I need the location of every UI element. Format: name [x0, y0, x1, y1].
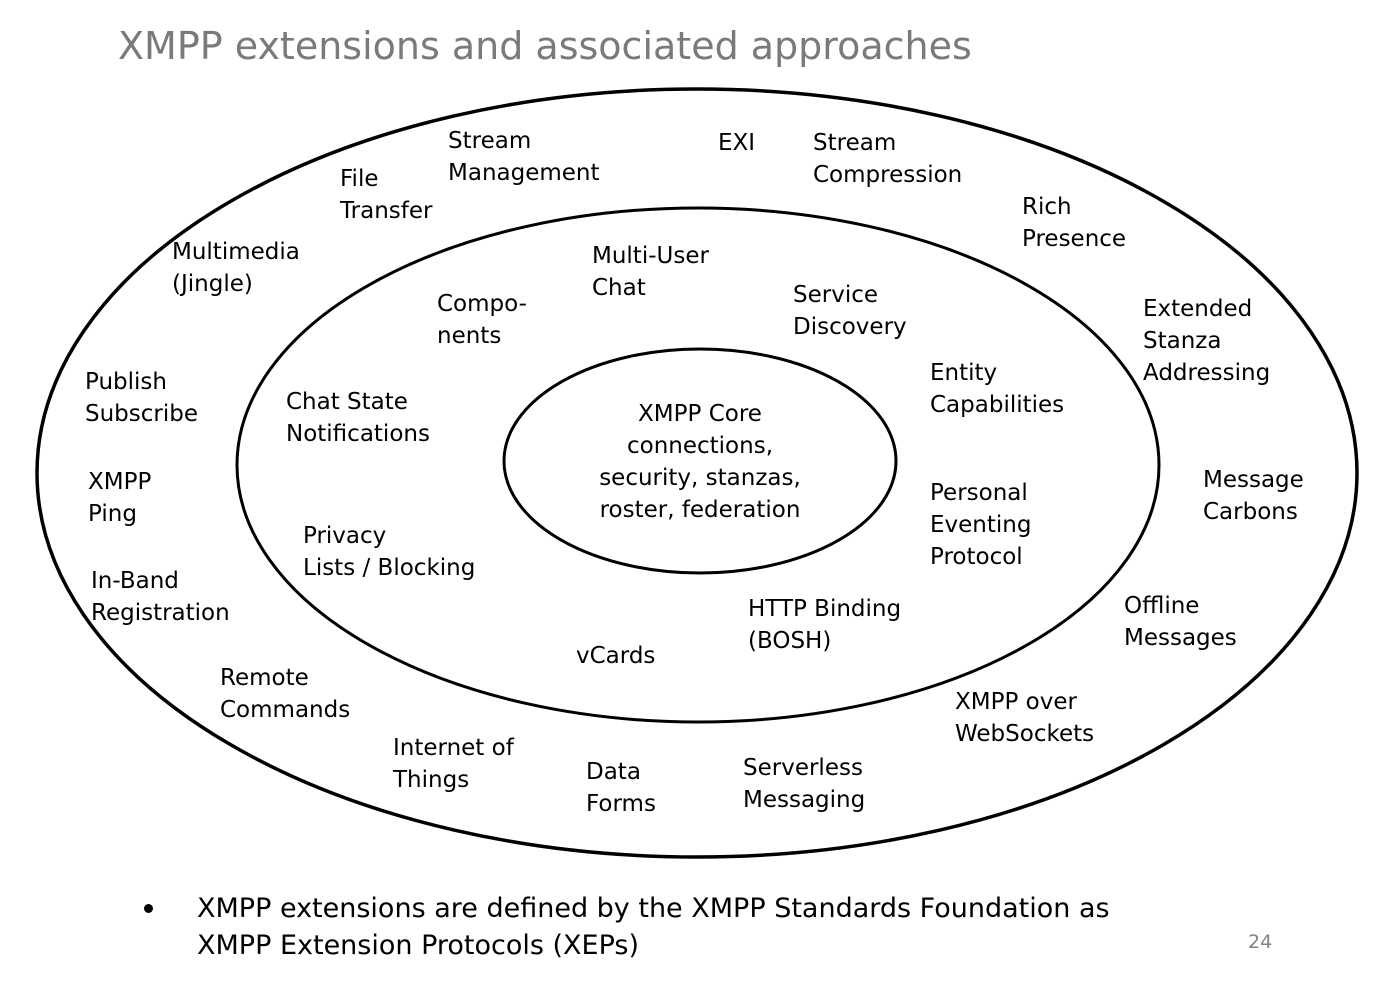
- label-privacy-lists-blocking: Privacy Lists / Blocking: [303, 523, 476, 581]
- label-internet-of-things: Internet of Things: [393, 735, 514, 793]
- label-entity-capabilities: Entity Capabilities: [930, 360, 1065, 418]
- label-vcards: vCards: [576, 643, 656, 669]
- label-personal-eventing-protocol: Personal Eventing Protocol: [930, 480, 1032, 570]
- label-multimedia-jingle: Multimedia (Jingle): [172, 239, 300, 297]
- label-components: Compo- nents: [437, 291, 527, 349]
- label-extended-stanza-addressing: Extended Stanza Addressing: [1143, 296, 1271, 386]
- slide-title: XMPP extensions and associated approache…: [118, 24, 972, 68]
- footer-bullet-text: XMPP extensions are defined by the XMPP …: [197, 893, 1110, 961]
- label-in-band-registration: In-Band Registration: [91, 568, 230, 626]
- inner-ellipse: [502, 347, 898, 575]
- label-http-binding-bosh: HTTP Binding (BOSH): [748, 596, 902, 654]
- label-exi: EXI: [718, 130, 756, 156]
- label-serverless-messaging: Serverless Messaging: [743, 755, 866, 813]
- label-service-discovery: Service Discovery: [793, 282, 907, 340]
- label-xmpp-core: XMPP Core connections, security, stanzas…: [599, 401, 801, 523]
- label-publish-subscribe: Publish Subscribe: [85, 369, 199, 427]
- label-xmpp-over-websockets: XMPP over WebSockets: [955, 689, 1095, 747]
- label-chat-state-notifications: Chat State Notifications: [286, 389, 430, 447]
- outer-ellipse: [35, 87, 1359, 859]
- label-offline-messages: Offline Messages: [1124, 593, 1237, 651]
- label-message-carbons: Message Carbons: [1203, 467, 1304, 525]
- label-rich-presence: Rich Presence: [1022, 194, 1127, 252]
- label-remote-commands: Remote Commands: [220, 665, 351, 723]
- label-multi-user-chat: Multi-User Chat: [592, 243, 709, 301]
- bullet-dot: [144, 904, 153, 913]
- label-xmpp-ping: XMPP Ping: [88, 469, 152, 527]
- label-data-forms: Data Forms: [586, 759, 656, 817]
- label-stream-management: Stream Management: [448, 128, 600, 186]
- label-file-transfer: File Transfer: [340, 166, 433, 224]
- label-stream-compression: Stream Compression: [813, 130, 963, 188]
- middle-ellipse: [235, 206, 1161, 724]
- page-number: 24: [1248, 931, 1273, 953]
